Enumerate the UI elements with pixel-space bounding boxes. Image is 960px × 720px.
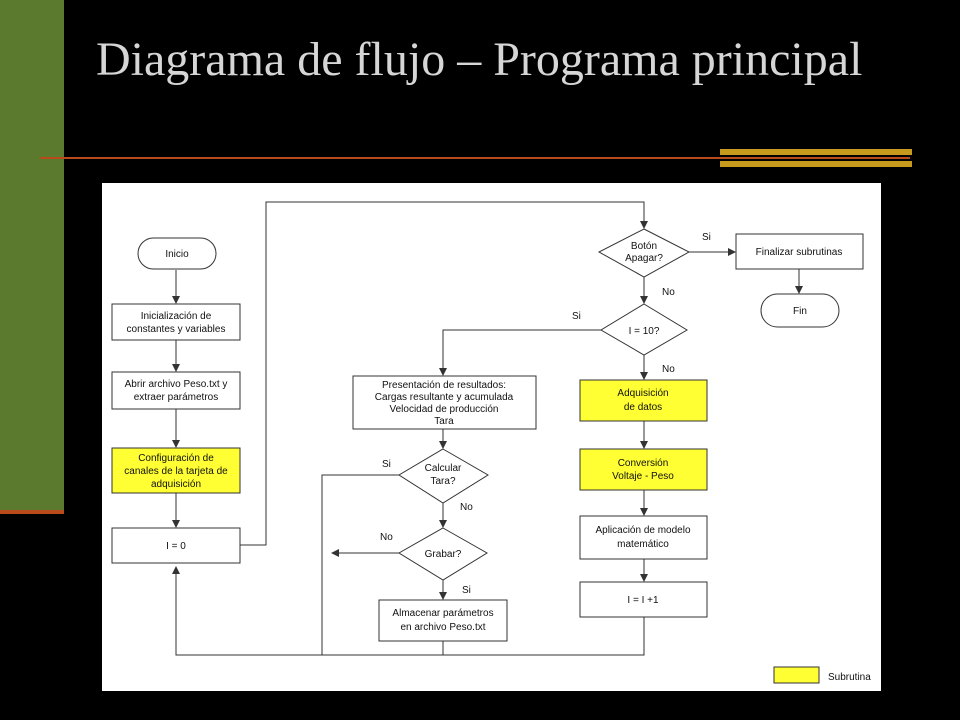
node-model: Aplicación de modelo matemático <box>579 515 708 560</box>
label-off-yes: Si <box>702 232 711 243</box>
svg-text:Tara?: Tara? <box>430 476 455 487</box>
flow-connectors <box>172 201 803 656</box>
decision-save: Grabar? <box>398 527 488 581</box>
arrow-iten-yes <box>439 329 601 376</box>
svg-text:Presentación de resultados:: Presentación de resultados: <box>382 380 506 391</box>
node-acquisition-subroutine: Adquisición de datos <box>579 379 708 422</box>
svg-text:Apagar?: Apagar? <box>625 253 663 264</box>
svg-text:Inicialización de: Inicialización de <box>141 311 212 322</box>
svg-text:I = 0: I = 0 <box>166 541 186 552</box>
label-save-no: No <box>380 532 393 543</box>
svg-text:Grabar?: Grabar? <box>425 549 462 560</box>
label-off-no: No <box>662 287 675 298</box>
node-start-label: Inicio <box>165 249 189 260</box>
node-config-subroutine: Configuración de canales de la tarjeta d… <box>111 447 241 494</box>
node-init: Inicialización de constantes y variables <box>111 303 241 341</box>
decision-tare: Calcular Tara? <box>398 448 489 504</box>
svg-text:extraer parámetros: extraer parámetros <box>134 392 218 403</box>
svg-text:I = I +1: I = I +1 <box>627 595 659 606</box>
node-increment: I = I +1 <box>579 581 708 618</box>
svg-text:de datos: de datos <box>624 402 662 413</box>
title-rule-line <box>40 157 910 159</box>
node-finish-subroutines: Finalizar subrutinas <box>735 233 864 270</box>
svg-text:I = 10?: I = 10? <box>629 326 660 337</box>
node-results: Presentación de resultados: Cargas resul… <box>352 375 537 430</box>
svg-text:Abrir archivo Peso.txt y: Abrir archivo Peso.txt y <box>125 379 228 390</box>
svg-text:matemático: matemático <box>617 539 669 550</box>
svg-text:Botón: Botón <box>631 241 657 252</box>
title-rule-block <box>720 149 912 167</box>
label-save-yes: Si <box>462 585 471 596</box>
label-iten-yes: Si <box>572 311 581 322</box>
svg-text:Cargas resultante y acumulada: Cargas resultante y acumulada <box>375 392 514 403</box>
svg-text:Conversión: Conversión <box>618 458 669 469</box>
node-conversion-subroutine: Conversión Voltaje - Peso <box>579 448 708 491</box>
svg-text:adquisición: adquisición <box>151 479 201 490</box>
side-accent-edge <box>0 510 64 514</box>
legend: Subrutina <box>773 666 871 684</box>
decision-off-button: Botón Apagar? <box>597 228 691 278</box>
slide-title: Diagrama de flujo – Programa principal <box>96 33 863 86</box>
arrow-izero-to-off <box>240 201 648 546</box>
line-tare-yes <box>321 474 399 655</box>
svg-text:Adquisición: Adquisición <box>617 388 668 399</box>
flowchart-canvas: Inicio Inicialización de constantes y va… <box>111 201 871 684</box>
svg-text:Almacenar parámetros: Almacenar parámetros <box>392 608 493 619</box>
svg-text:Velocidad de producción: Velocidad de producción <box>390 404 499 415</box>
flowchart-panel: Inicio Inicialización de constantes y va… <box>102 183 881 691</box>
svg-text:Aplicación de modelo: Aplicación de modelo <box>595 525 690 536</box>
side-accent-bar <box>0 0 64 514</box>
svg-text:constantes y variables: constantes y variables <box>127 324 226 335</box>
node-start: Inicio <box>137 237 217 270</box>
svg-text:Fin: Fin <box>793 306 807 317</box>
svg-text:Finalizar subrutinas: Finalizar subrutinas <box>756 247 843 258</box>
node-i-zero: I = 0 <box>111 527 241 564</box>
svg-text:canales de la tarjeta de: canales de la tarjeta de <box>124 466 228 477</box>
label-tare-no: No <box>460 502 473 513</box>
node-end: Fin <box>760 293 840 328</box>
label-iten-no: No <box>662 364 675 375</box>
label-tare-yes: Si <box>382 459 391 470</box>
legend-swatch <box>773 666 820 684</box>
legend-label: Subrutina <box>828 672 871 683</box>
svg-text:en archivo Peso.txt: en archivo Peso.txt <box>400 622 485 633</box>
node-open-file: Abrir archivo Peso.txt y extraer parámet… <box>111 371 241 410</box>
decision-i-ten: I = 10? <box>600 303 688 356</box>
svg-text:Tara: Tara <box>434 416 454 427</box>
svg-text:Configuración de: Configuración de <box>138 453 214 464</box>
arrow-incr-loop <box>172 566 645 656</box>
svg-text:Voltaje - Peso: Voltaje - Peso <box>612 471 674 482</box>
svg-text:Calcular: Calcular <box>425 463 462 474</box>
node-store-params: Almacenar parámetros en archivo Peso.txt <box>378 599 508 642</box>
